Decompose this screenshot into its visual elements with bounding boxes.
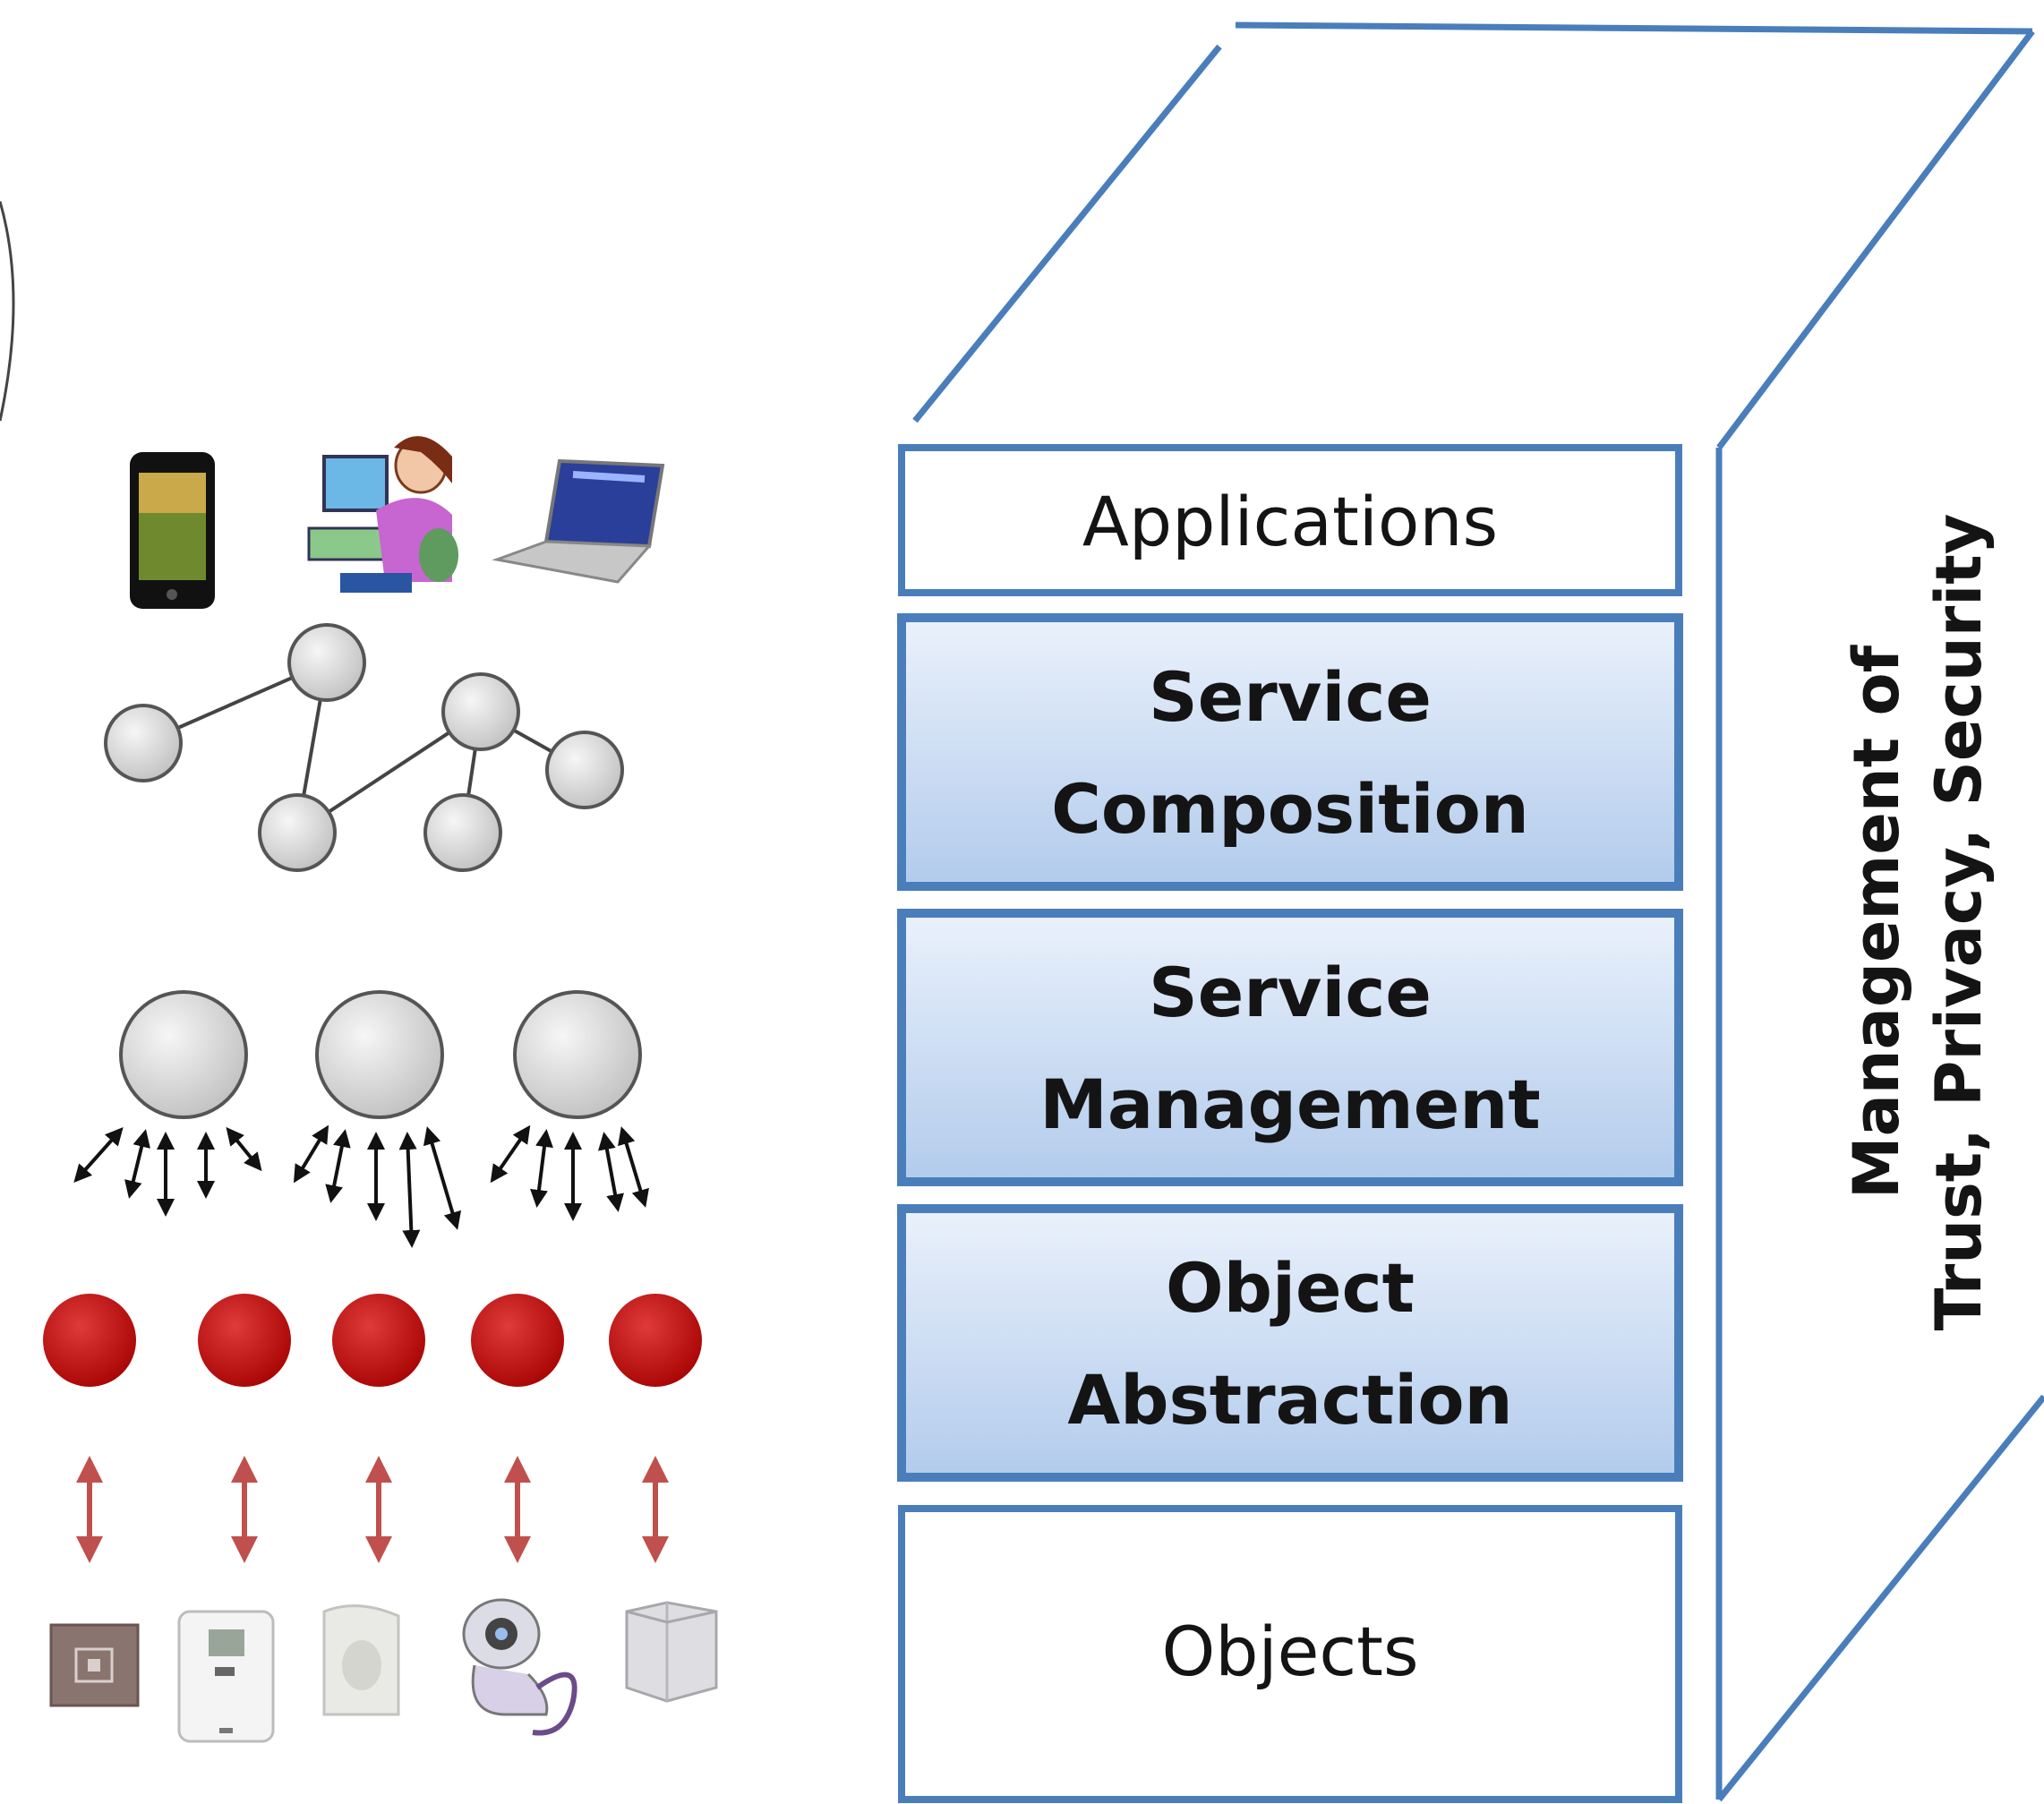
side-panel-line1: Management of — [1840, 645, 1913, 1200]
abstraction-hubs — [119, 990, 642, 1119]
abstraction-hub — [315, 990, 444, 1119]
service-node — [441, 672, 520, 751]
laptop-icon — [492, 458, 665, 584]
rfid-tag-icon — [49, 1623, 140, 1707]
service-node — [545, 731, 624, 809]
smartphone-icon — [130, 452, 215, 609]
service-node — [423, 793, 502, 872]
meter-icon — [177, 1610, 275, 1743]
architecture-box-outline — [912, 21, 2044, 1802]
webcam-icon — [462, 1598, 577, 1736]
layer-box-object-abstraction — [897, 1204, 1683, 1482]
object-node — [471, 1294, 564, 1387]
desktop-user-icon — [307, 436, 458, 593]
object-node — [43, 1294, 136, 1387]
service-network-graph — [142, 661, 586, 834]
service-node — [104, 704, 183, 782]
abstraction-hub — [513, 990, 642, 1119]
server-box-icon — [625, 1601, 718, 1703]
object-arrows — [76, 1456, 669, 1563]
object-node — [198, 1294, 291, 1387]
object-node — [332, 1294, 425, 1387]
object-nodes — [43, 1294, 702, 1387]
service-node — [287, 623, 366, 702]
service-nodes — [104, 623, 624, 872]
layer-box-service-management — [897, 909, 1683, 1186]
management-side-panel-label: Management of Trust, Privacy, Security — [1835, 385, 2032, 1459]
layer-box-applications — [898, 444, 1682, 596]
layer-box-service-composition — [897, 613, 1683, 891]
motion-sensor-icon — [322, 1604, 400, 1716]
partial-circle-outline — [0, 201, 15, 422]
service-node — [258, 793, 337, 872]
object-node — [609, 1294, 702, 1387]
side-panel-line2: Trust, Privacy, Security — [1922, 513, 1996, 1331]
abstraction-hub — [119, 990, 248, 1119]
hub-arrows — [73, 1124, 649, 1248]
layer-box-objects — [898, 1505, 1682, 1803]
